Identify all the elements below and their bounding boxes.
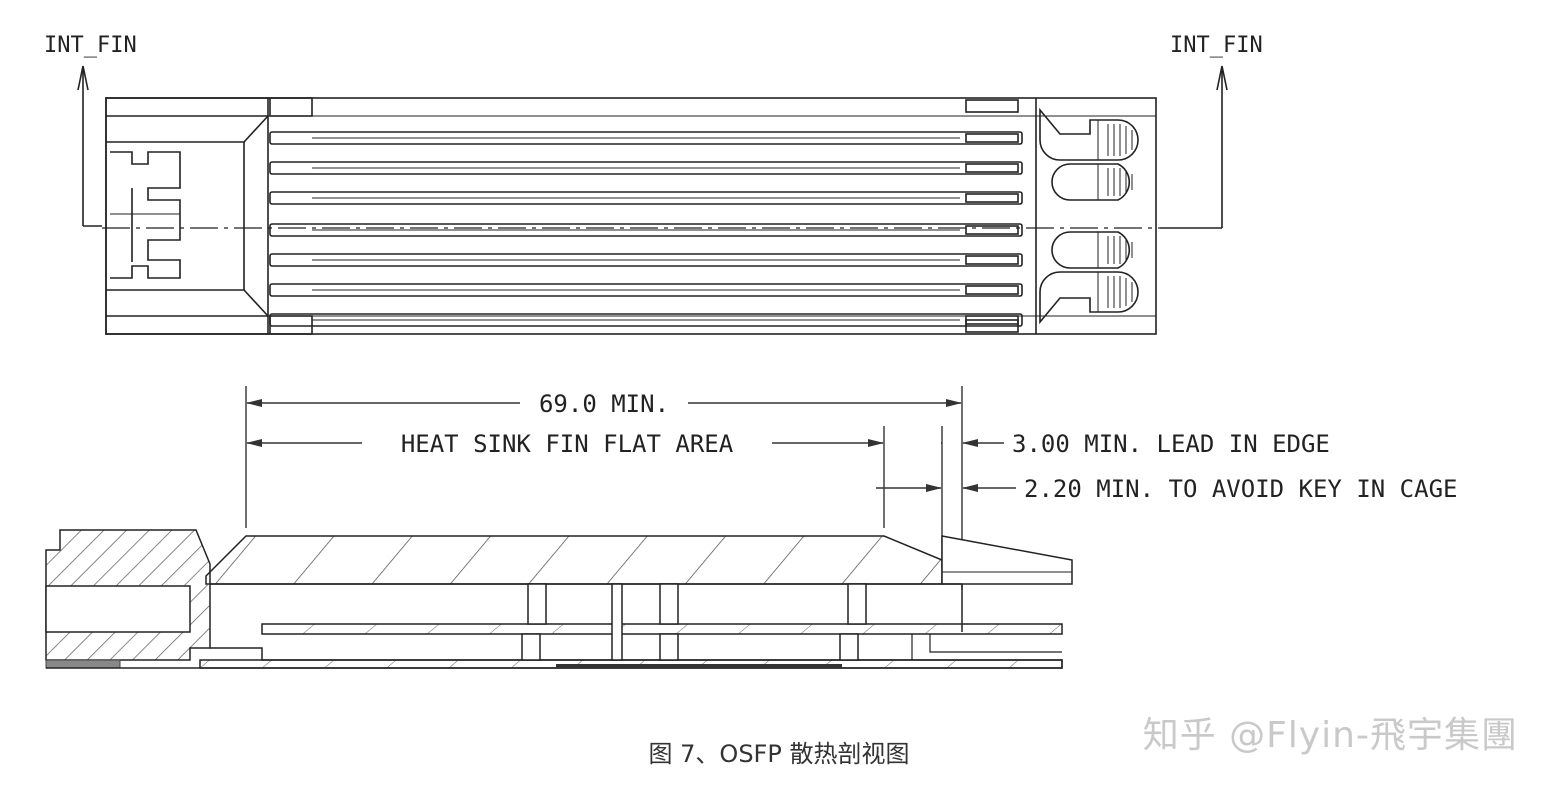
dim-key-avoid-label: 2.20 MIN. TO AVOID KEY IN CAGE [1024,475,1457,503]
heat-sink-section [205,535,943,585]
fin-channel [269,161,1023,175]
dim-flat-area-label: HEAT SINK FIN FLAT AREA [401,430,734,458]
dimensions [245,386,1016,590]
key-slot [1039,107,1139,161]
section-label-right: INT_FIN [1170,33,1263,58]
dimension-labels: 69.0 MIN. HEAT SINK FIN FLAT AREA 3.00 M… [401,390,1458,503]
key-slot [1039,271,1139,325]
fin-tip [965,285,1019,295]
front-bezel [105,97,269,335]
key-slot [1051,163,1131,201]
section-arrow-left [77,65,102,227]
fin-rail [269,97,313,117]
fin-rail [269,315,313,335]
fin-channel [269,191,1023,205]
fin-tip [965,255,1019,265]
fin-rail [965,319,1019,333]
fin-channel [269,131,1023,145]
fin-tip [965,193,1019,203]
front-cavity [45,585,191,633]
fin-channel [269,223,1023,237]
top-view: INT_FIN INT_FIN [44,33,1263,335]
pcb [261,623,1063,635]
tail-end [1035,98,1139,334]
section-label-left: INT_FIN [44,33,137,58]
fin-tip [965,133,1019,143]
dim-lead-in-label: 3.00 MIN. LEAD IN EDGE [1012,430,1330,458]
lead-in-edge [941,535,1073,585]
fin-rail [965,99,1019,113]
fin-channel [269,283,1023,297]
section-arrow-right [1160,65,1228,229]
fin-tip [965,225,1019,235]
heat-sink-fins [269,97,1023,335]
fin-channel [269,253,1023,267]
watermark: 知乎 @Flyin-飛宇集團 [1142,715,1518,756]
figure-caption: 图 7、OSFP 散热剖视图 [648,740,910,768]
section-view [45,529,1073,669]
dim-overall-label: 69.0 MIN. [539,390,669,418]
fin-tip [965,163,1019,173]
standoffs [521,583,867,661]
key-slot [1051,231,1131,269]
